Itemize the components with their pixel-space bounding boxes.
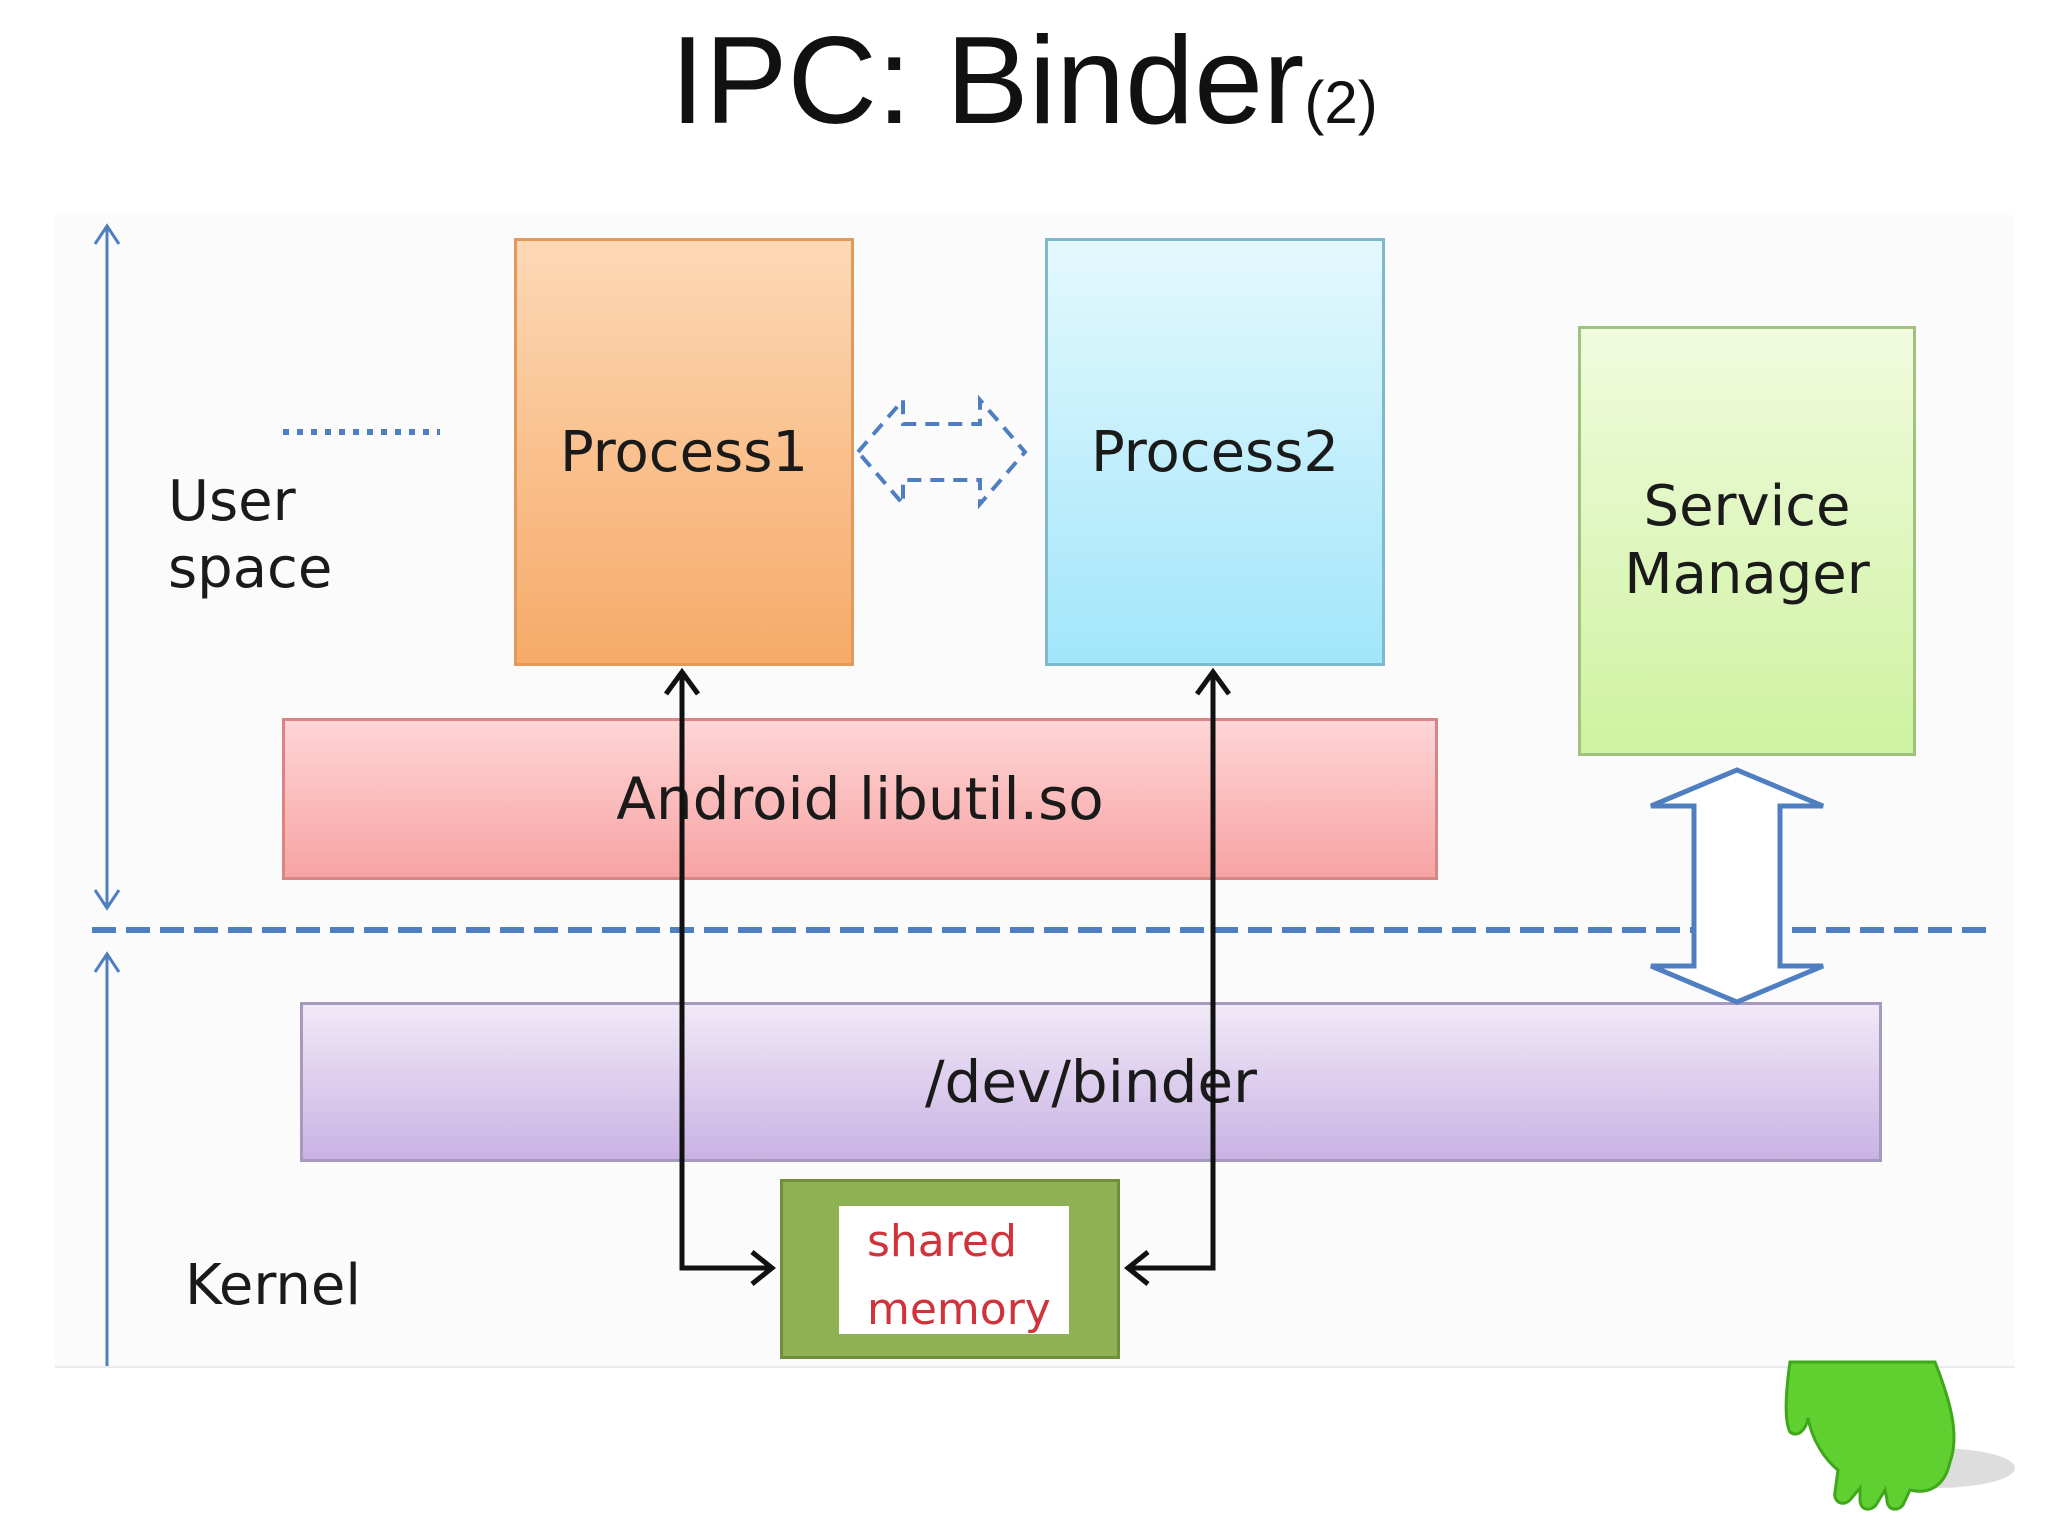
- service-manager-box: Service Manager: [1578, 326, 1916, 756]
- libutil-box: Android libutil.so: [282, 718, 1438, 880]
- process-ipc-double-arrow: [855, 394, 1028, 510]
- process2-label: Process2: [1090, 419, 1340, 485]
- process2-shared-memory-arrow: [1123, 667, 1232, 1286]
- libutil-label: Android libutil.so: [616, 765, 1104, 833]
- service-manager-label: Service Manager: [1624, 473, 1870, 607]
- page-title: IPC: Binder(2): [0, 10, 2048, 153]
- title-suffix: (2): [1304, 69, 1378, 136]
- kernel-label: Kernel: [185, 1253, 361, 1318]
- process1-label: Process1: [559, 419, 809, 485]
- title-main: IPC: Binder: [670, 12, 1305, 150]
- process2-box: Process2: [1045, 238, 1385, 666]
- process1-shared-memory-arrow: [663, 667, 777, 1286]
- user-space-label: User space: [168, 469, 333, 602]
- shared-memory-label: shared memory: [839, 1206, 1069, 1335]
- panel-divider: [55, 1366, 2015, 1368]
- service-manager-binder-double-arrow: [1650, 767, 1824, 1005]
- kernel-range-arrow: [93, 951, 121, 1366]
- dev-binder-box: /dev/binder: [300, 1002, 1882, 1162]
- green-hand-icon: [1784, 1360, 2015, 1511]
- shared-memory-box: shared memory: [780, 1179, 1120, 1359]
- dev-binder-label: /dev/binder: [925, 1048, 1257, 1116]
- user-space-range-arrow: [93, 223, 121, 911]
- process1-box: Process1: [514, 238, 854, 666]
